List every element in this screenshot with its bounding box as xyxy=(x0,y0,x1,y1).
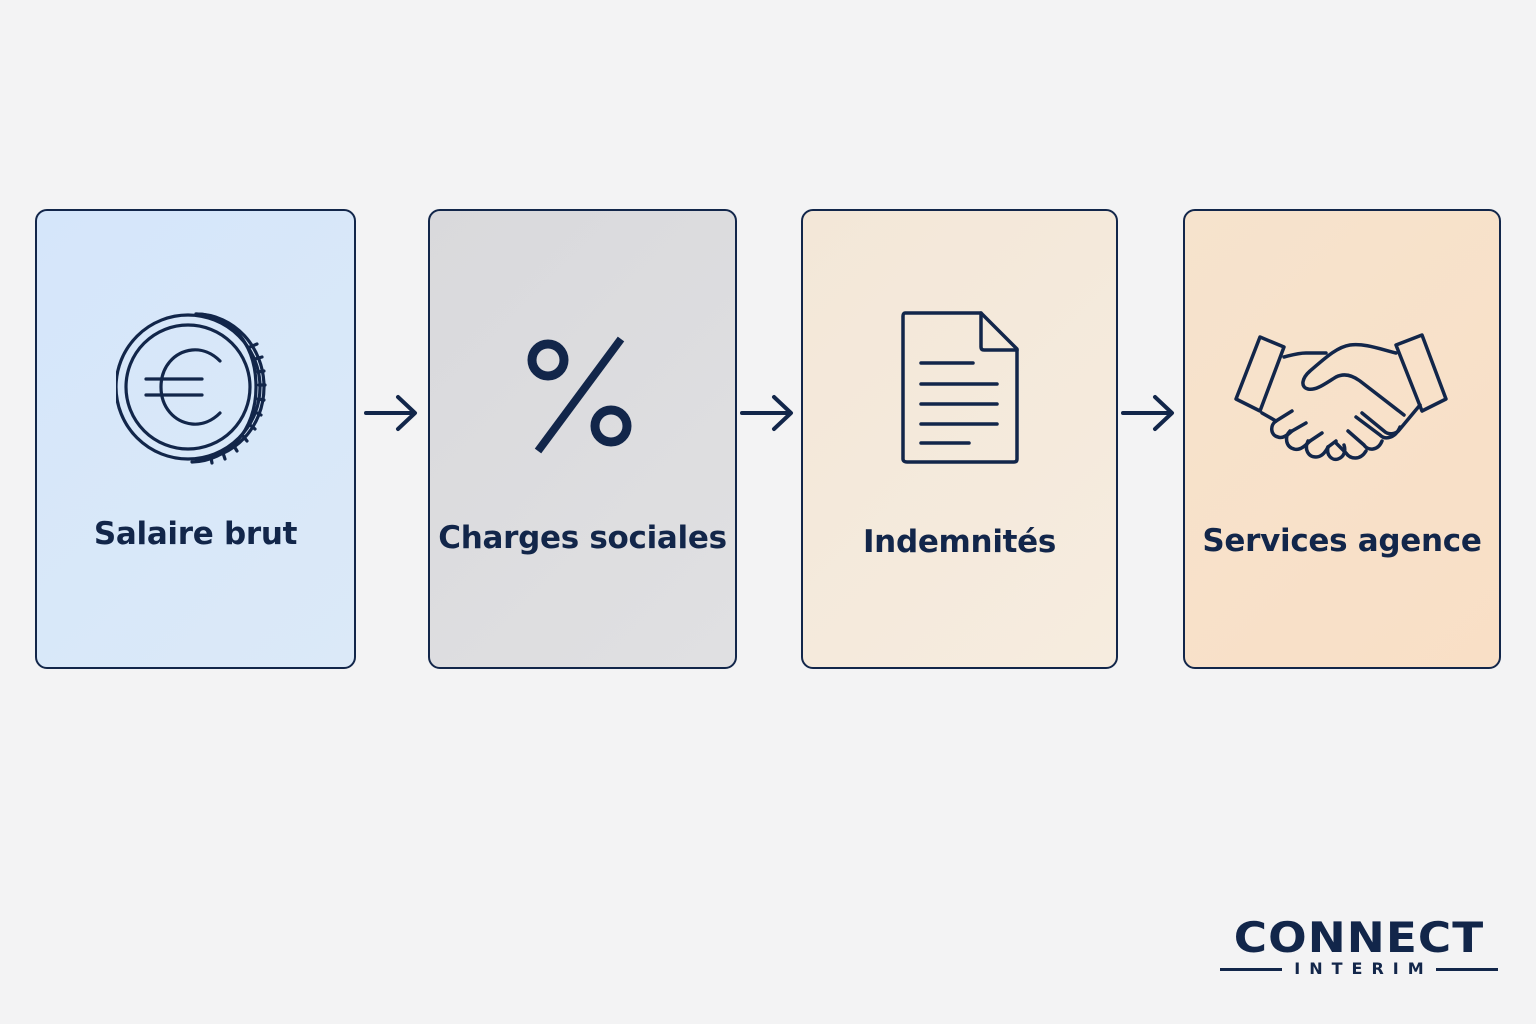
step-card-services-agence: Services agence xyxy=(1183,209,1501,669)
step-label: Salaire brut xyxy=(93,516,298,552)
logo-subtitle: INTERIM xyxy=(1294,959,1433,978)
step-label: Services agence xyxy=(1202,523,1482,559)
step-label: Charges sociales xyxy=(438,520,727,556)
handshake-icon xyxy=(1185,331,1499,471)
euro-coin-icon xyxy=(37,309,354,469)
step-card-indemnites: Indemnités xyxy=(801,209,1118,669)
arrow-right-icon xyxy=(740,395,793,431)
logo-wordmark: CONNECT xyxy=(1233,913,1485,962)
step-label: Indemnités xyxy=(862,524,1057,560)
logo-line-left xyxy=(1220,968,1282,971)
step-card-salaire-brut: Salaire brut xyxy=(35,209,356,669)
arrow-right-icon xyxy=(364,395,417,431)
percent-icon xyxy=(430,331,735,461)
logo-line-right xyxy=(1436,968,1498,971)
step-card-charges-sociales: Charges sociales xyxy=(428,209,737,669)
document-icon xyxy=(803,307,1116,467)
arrow-right-icon xyxy=(1121,395,1174,431)
connect-interim-logo: CONNECT INTERIM xyxy=(1216,914,1502,980)
